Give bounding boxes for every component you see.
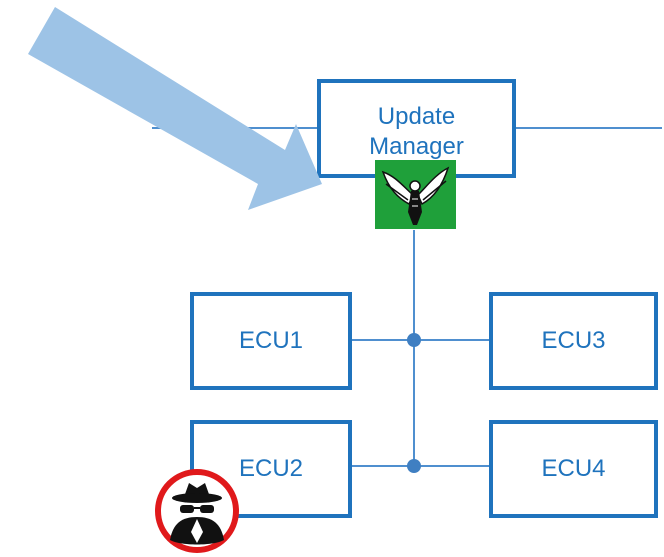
update-manager-label: Update Manager <box>369 102 464 160</box>
junction-upper <box>407 333 421 347</box>
spy-hacker-icon <box>155 469 239 553</box>
ecu2-node[interactable]: ECU2 <box>190 420 352 518</box>
ecu3-node[interactable]: ECU3 <box>489 292 658 390</box>
ecu3-label: ECU3 <box>541 327 606 354</box>
ecu4-label: ECU4 <box>541 455 606 482</box>
arrow-icon <box>28 7 322 210</box>
ecu1-node[interactable]: ECU1 <box>190 292 352 390</box>
ecu4-node[interactable]: ECU4 <box>489 420 658 518</box>
ecu1-label: ECU1 <box>238 327 304 354</box>
junction-lower <box>407 459 421 473</box>
ecu2-label: ECU2 <box>238 455 304 482</box>
winged-guard-icon <box>375 160 456 229</box>
